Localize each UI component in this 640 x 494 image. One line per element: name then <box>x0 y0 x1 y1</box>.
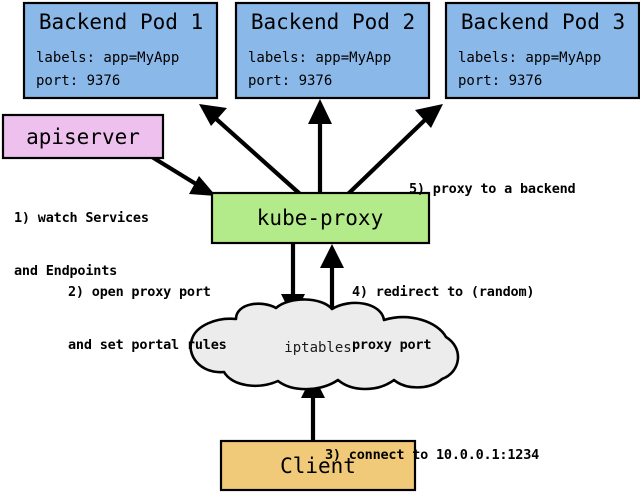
step-4-line-1: 4) redirect to (random) <box>352 283 535 300</box>
step-1-line-2: and Endpoints <box>14 263 118 280</box>
step-1-annotation: 1) watch Services and Endpoints <box>14 174 149 317</box>
backend-pod-2[interactable]: Backend Pod 2 labels: app=MyApp port: 93… <box>234 1 431 100</box>
iptables-cloud[interactable]: iptables <box>189 298 460 391</box>
step-5-line-1: 5) proxy to a backend <box>409 180 576 197</box>
step-2-line-1: 2) open proxy port <box>68 283 211 300</box>
step-3-line-1: 3) connect to 10.0.0.1:1234 <box>325 446 540 463</box>
kube-proxy-label: kube-proxy <box>257 206 383 230</box>
kube-proxy-node[interactable]: kube-proxy <box>210 191 431 245</box>
step-4-annotation: 4) redirect to (random) proxy port <box>352 248 535 391</box>
step-5-annotation: 5) proxy to a backend <box>409 145 576 234</box>
client-node[interactable]: Client <box>219 439 417 492</box>
backend-pod-1-port: port: 9376 <box>36 73 120 89</box>
backend-pod-3-labels: labels: app=MyApp <box>458 50 601 66</box>
apiserver-label: apiserver <box>26 125 140 149</box>
step-2-line-2: and set portal rules <box>68 337 227 354</box>
backend-pod-2-labels: labels: app=MyApp <box>248 50 391 66</box>
step-3-annotation: 3) connect to 10.0.0.1:1234 <box>325 411 539 494</box>
backend-pod-3-title: Backend Pod 3 <box>461 10 625 34</box>
apiserver-node[interactable]: apiserver <box>1 113 165 160</box>
step-4-line-2: proxy port <box>352 337 432 354</box>
backend-pod-2-title: Backend Pod 2 <box>251 10 415 34</box>
backend-pod-2-port: port: 9376 <box>248 73 332 89</box>
step-1-line-1: 1) watch Services <box>14 209 149 226</box>
backend-pod-3[interactable]: Backend Pod 3 labels: app=MyApp port: 93… <box>444 1 640 100</box>
backend-pod-1-title: Backend Pod 1 <box>39 10 203 34</box>
backend-pod-1[interactable]: Backend Pod 1 labels: app=MyApp port: 93… <box>22 1 219 100</box>
backend-pod-3-port: port: 9376 <box>458 73 542 89</box>
backend-pod-1-labels: labels: app=MyApp <box>36 50 179 66</box>
step-2-annotation: 2) open proxy port and set portal rules <box>68 248 227 391</box>
iptables-label: iptables <box>284 340 351 356</box>
client-label: Client <box>280 454 356 478</box>
